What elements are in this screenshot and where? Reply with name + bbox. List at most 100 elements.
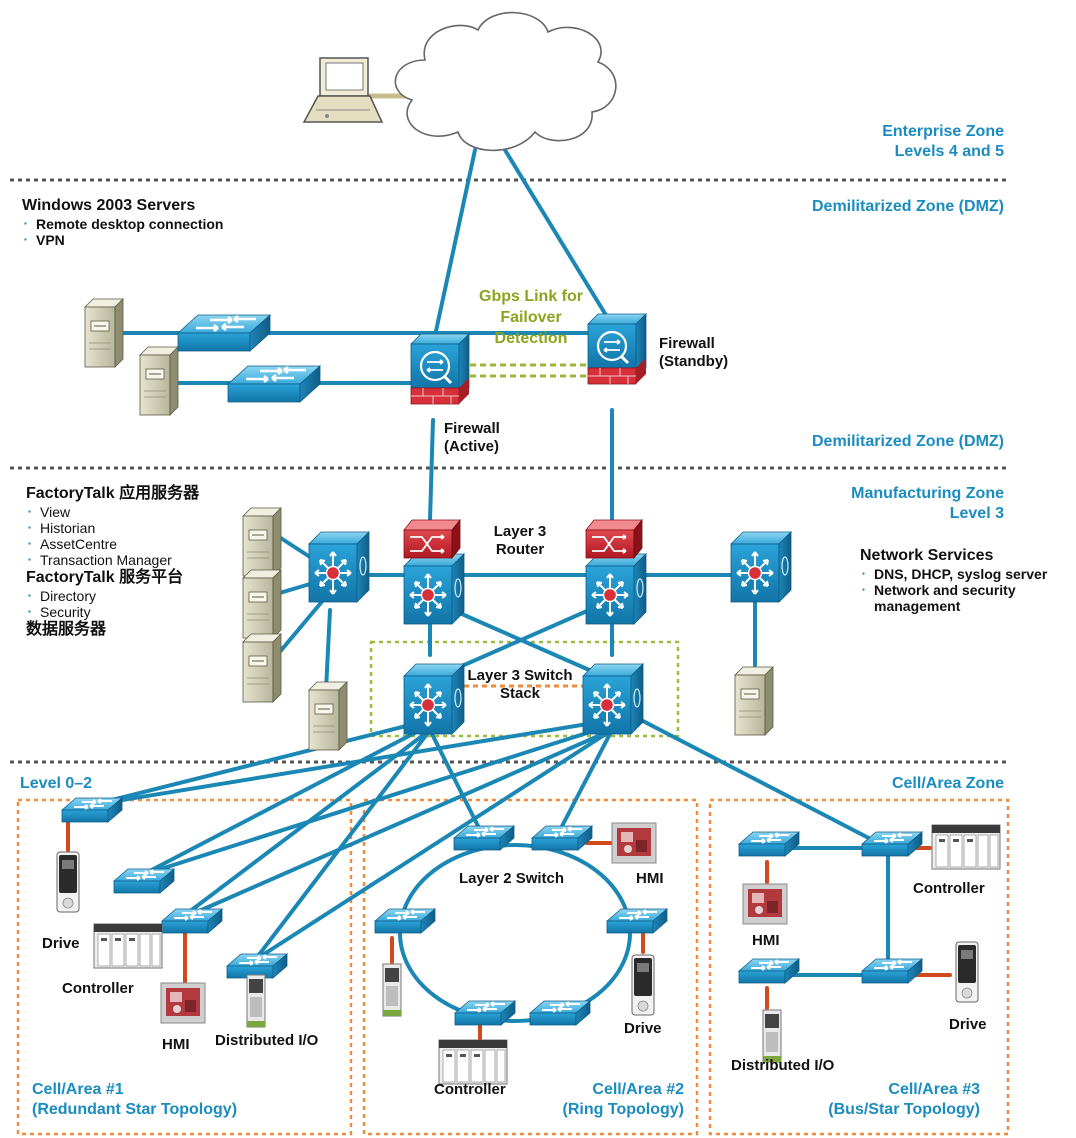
- firewall-active: [409, 332, 471, 406]
- cell2-switch-right: [606, 908, 668, 934]
- firewall-standby-label: Firewall (Standby): [659, 335, 728, 371]
- level-0-2-label: Level 0–2: [20, 775, 93, 792]
- firewall-active-label: Firewall (Active): [444, 420, 500, 456]
- dmz-switch-1: [176, 313, 272, 353]
- network-services-title: Network Services: [860, 547, 994, 564]
- firewall-active-line-1: Firewall: [444, 420, 500, 437]
- layer2-switch-label: Layer 2 Switch: [459, 870, 565, 887]
- dmz-server-2: [139, 346, 179, 416]
- factorytalk-block: FactoryTalk 应用服务器 View Historian AssetCe…: [26, 484, 199, 640]
- cell3-hmi-icon: [742, 883, 788, 925]
- gbps-link-line-1: Gbps Link for: [479, 288, 583, 305]
- dmz-bottom-label: Demilitarized Zone (DMZ): [811, 433, 1004, 450]
- factorytalk-platform-title: FactoryTalk 服务平台: [26, 569, 184, 586]
- cell2-drive-label: Drive: [624, 1020, 662, 1037]
- cell1-hmi-label: HMI: [162, 1036, 190, 1053]
- manufacturing-zone-label: Manufacturing Zone Level 3: [851, 484, 1004, 524]
- internet-cloud: [394, 11, 617, 152]
- cell2-switch-bottom-2: [529, 1000, 591, 1026]
- list-item: AssetCentre: [26, 536, 199, 552]
- cell-area-boxes: [16, 798, 1010, 1136]
- manufacturing-zone-level: Level 3: [949, 505, 1004, 522]
- laptop-icon: [302, 57, 384, 123]
- cell2-name: Cell/Area #2: [592, 1081, 684, 1098]
- cell2-switch-left: [374, 908, 436, 934]
- factorytalk-app-list: View Historian AssetCentre Transaction M…: [26, 504, 199, 568]
- gbps-link-label: Gbps Link for Failover Detection: [466, 286, 596, 349]
- app-server-2: [242, 569, 282, 639]
- core-router-switch-left: [403, 553, 465, 625]
- app-server-4: [308, 681, 348, 751]
- cell3-drive-icon: [955, 941, 979, 1003]
- cell2-caption: Cell/Area #2 (Ring Topology): [563, 1080, 684, 1120]
- data-server-title: 数据服务器: [26, 621, 107, 638]
- layer3-router-line-2: Router: [495, 541, 545, 558]
- cell-area-zone-label: Cell/Area Zone: [891, 775, 1004, 792]
- cell1-switch-2: [113, 868, 175, 894]
- firewall-standby: [586, 312, 648, 386]
- router-cap-left: [403, 519, 461, 559]
- cell2-controller-label: Controller: [434, 1081, 506, 1098]
- layer3-stack-line-2: Stack: [499, 685, 541, 702]
- gbps-link-line-3: Detection: [494, 330, 568, 347]
- enterprise-zone-title: Enterprise Zone: [882, 123, 1004, 140]
- list-item: Historian: [26, 520, 199, 536]
- cell3-drive-label: Drive: [949, 1016, 987, 1033]
- cell3-hmi-label: HMI: [752, 932, 780, 949]
- app-server-3: [242, 633, 282, 703]
- enterprise-zone-label: Enterprise Zone Levels 4 and 5: [882, 122, 1004, 162]
- cell3-switch-top-left: [738, 831, 800, 857]
- cell2-dio-icon: [382, 963, 402, 1017]
- firewall-active-line-2: (Active): [444, 438, 500, 455]
- cell2-drive-icon: [631, 954, 655, 1016]
- factorytalk-platform-list: Directory Security: [26, 588, 199, 620]
- cell3-caption: Cell/Area #3 (Bus/Star Topology): [828, 1080, 980, 1120]
- cell1-dio-label: Distributed I/O: [215, 1032, 319, 1049]
- layer3-stack-line-1: Layer 3 Switch: [467, 667, 573, 684]
- cell2-hmi-label: HMI: [636, 870, 664, 887]
- cell2-switch-top-2: [531, 825, 593, 851]
- cell1-dio-icon: [246, 974, 266, 1028]
- cell3-switch-bottom-left: [738, 958, 800, 984]
- cell1-topology: (Redundant Star Topology): [32, 1101, 238, 1118]
- stack-switch-right: [582, 663, 644, 735]
- list-item: Network and security management: [860, 582, 1070, 614]
- cell1-drive-label: Drive: [42, 935, 80, 952]
- cell1-controller-label: Controller: [62, 980, 134, 997]
- cell3-controller-icon: [931, 824, 1001, 870]
- cell1-hmi-icon: [160, 982, 206, 1024]
- cell1-switch-1: [61, 797, 123, 823]
- list-item: VPN: [22, 232, 223, 248]
- cell2-hmi-icon: [611, 822, 657, 864]
- cell1-drive-icon: [56, 851, 80, 913]
- layer3-switch-stack-label: Layer 3 Switch Stack: [455, 667, 585, 703]
- zone-separators: [10, 178, 1006, 764]
- cell3-topology: (Bus/Star Topology): [828, 1101, 980, 1118]
- dmz-switch-2: [226, 364, 322, 404]
- services-server: [734, 666, 774, 736]
- cell2-topology: (Ring Topology): [562, 1101, 684, 1118]
- core-router-switch-right: [585, 553, 647, 625]
- dmz-top-label: Demilitarized Zone (DMZ): [811, 198, 1004, 215]
- list-item: View: [26, 504, 199, 520]
- cell1-switch-4: [226, 953, 288, 979]
- manufacturing-zone-title: Manufacturing Zone: [851, 485, 1004, 502]
- cell3-switch-bottom-right: [861, 958, 923, 984]
- cell1-controller-icon: [93, 923, 163, 969]
- cell2-controller-icon: [438, 1039, 508, 1085]
- network-services-list: DNS, DHCP, syslog server Network and sec…: [860, 566, 1070, 614]
- windows-servers-list: Remote desktop connection VPN: [22, 216, 223, 248]
- gbps-link-line-2: Failover: [500, 309, 562, 326]
- list-item: Security: [26, 604, 199, 620]
- router-cap-right: [585, 519, 643, 559]
- windows-servers-block: Windows 2003 Servers Remote desktop conn…: [22, 196, 223, 248]
- dmz-server-1: [84, 298, 124, 368]
- layer3-router-label: Layer 3 Router: [475, 523, 565, 559]
- distribution-switch-right: [730, 531, 792, 603]
- cell3-switch-top-right: [861, 831, 923, 857]
- list-item: DNS, DHCP, syslog server: [860, 566, 1070, 582]
- factorytalk-app-title: FactoryTalk 应用服务器: [26, 485, 200, 502]
- list-item: Transaction Manager: [26, 552, 199, 568]
- cell3-controller-label: Controller: [913, 880, 985, 897]
